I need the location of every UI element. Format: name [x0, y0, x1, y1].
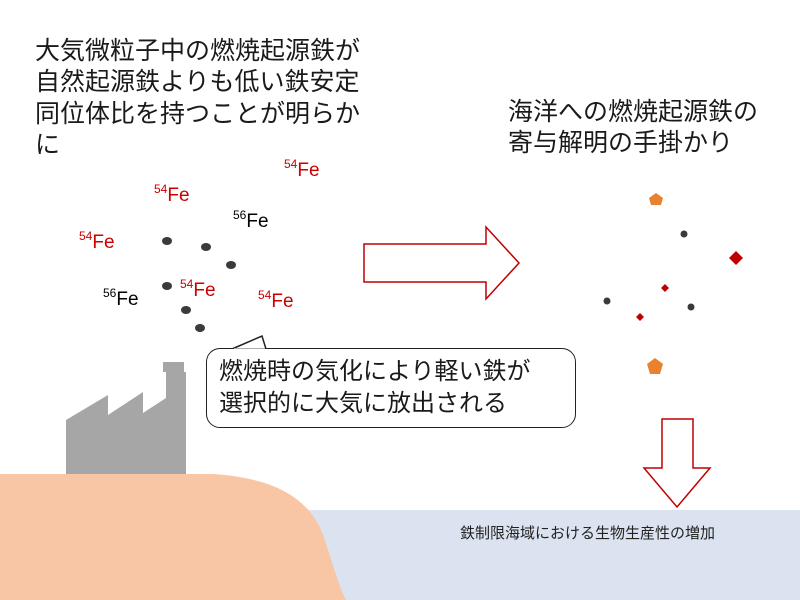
right-arrow — [364, 227, 519, 299]
isotope-mass: 54 — [79, 229, 92, 243]
isotope-label: 54Fe — [180, 278, 216, 300]
right-heading: 海洋への燃焼起源鉄の 寄与解明の手掛かり — [508, 96, 793, 159]
isotope-mass: 54 — [284, 157, 297, 171]
small-red-diamond — [661, 284, 669, 292]
smoke-particle — [162, 282, 172, 290]
dark-dot — [681, 231, 688, 238]
isotope-symbol: Fe — [271, 291, 293, 312]
isotope-symbol: Fe — [116, 289, 138, 310]
ocean-caption: 鉄制限海域における生物生産性の増加 — [460, 524, 800, 543]
isotope-label: 54Fe — [258, 289, 294, 311]
red-diamond — [729, 251, 743, 265]
smoke-particle — [162, 237, 172, 245]
callout-text: 燃焼時の気化により軽い鉄が 選択的に大気に放出される — [219, 356, 531, 419]
land-area — [0, 474, 346, 600]
dark-dot — [688, 304, 695, 311]
orange-pentagon — [647, 358, 663, 374]
isotope-mass: 56 — [103, 286, 116, 300]
isotope-symbol: Fe — [92, 232, 114, 253]
isotope-mass: 56 — [233, 208, 246, 222]
smoke-particle — [226, 261, 236, 269]
isotope-label: 54Fe — [79, 230, 115, 252]
smoke-particle — [201, 243, 211, 251]
isotope-symbol: Fe — [297, 160, 319, 181]
isotope-mass: 54 — [154, 182, 167, 196]
isotope-symbol: Fe — [167, 185, 189, 206]
dark-dot — [604, 298, 611, 305]
factory-building — [66, 362, 186, 474]
isotope-label: 56Fe — [233, 209, 269, 231]
small-red-diamond — [636, 313, 644, 321]
down-arrow — [644, 419, 710, 507]
callout-bubble: 燃焼時の気化により軽い鉄が 選択的に大気に放出される — [206, 348, 576, 428]
smoke-particle — [181, 306, 191, 314]
isotope-symbol: Fe — [246, 211, 268, 232]
isotope-mass: 54 — [180, 277, 193, 291]
ocean-particles — [604, 193, 744, 374]
orange-pentagon — [649, 193, 663, 205]
isotope-label: 54Fe — [284, 158, 320, 180]
left-heading: 大気微粒子中の燃焼起源鉄が 自然起源鉄よりも低い鉄安定 同位体比を持つことが明ら… — [35, 35, 395, 160]
isotope-mass: 54 — [258, 288, 271, 302]
isotope-label: 56Fe — [103, 287, 139, 309]
smoke-particle — [195, 324, 205, 332]
isotope-label: 54Fe — [154, 183, 190, 205]
isotope-symbol: Fe — [193, 280, 215, 301]
